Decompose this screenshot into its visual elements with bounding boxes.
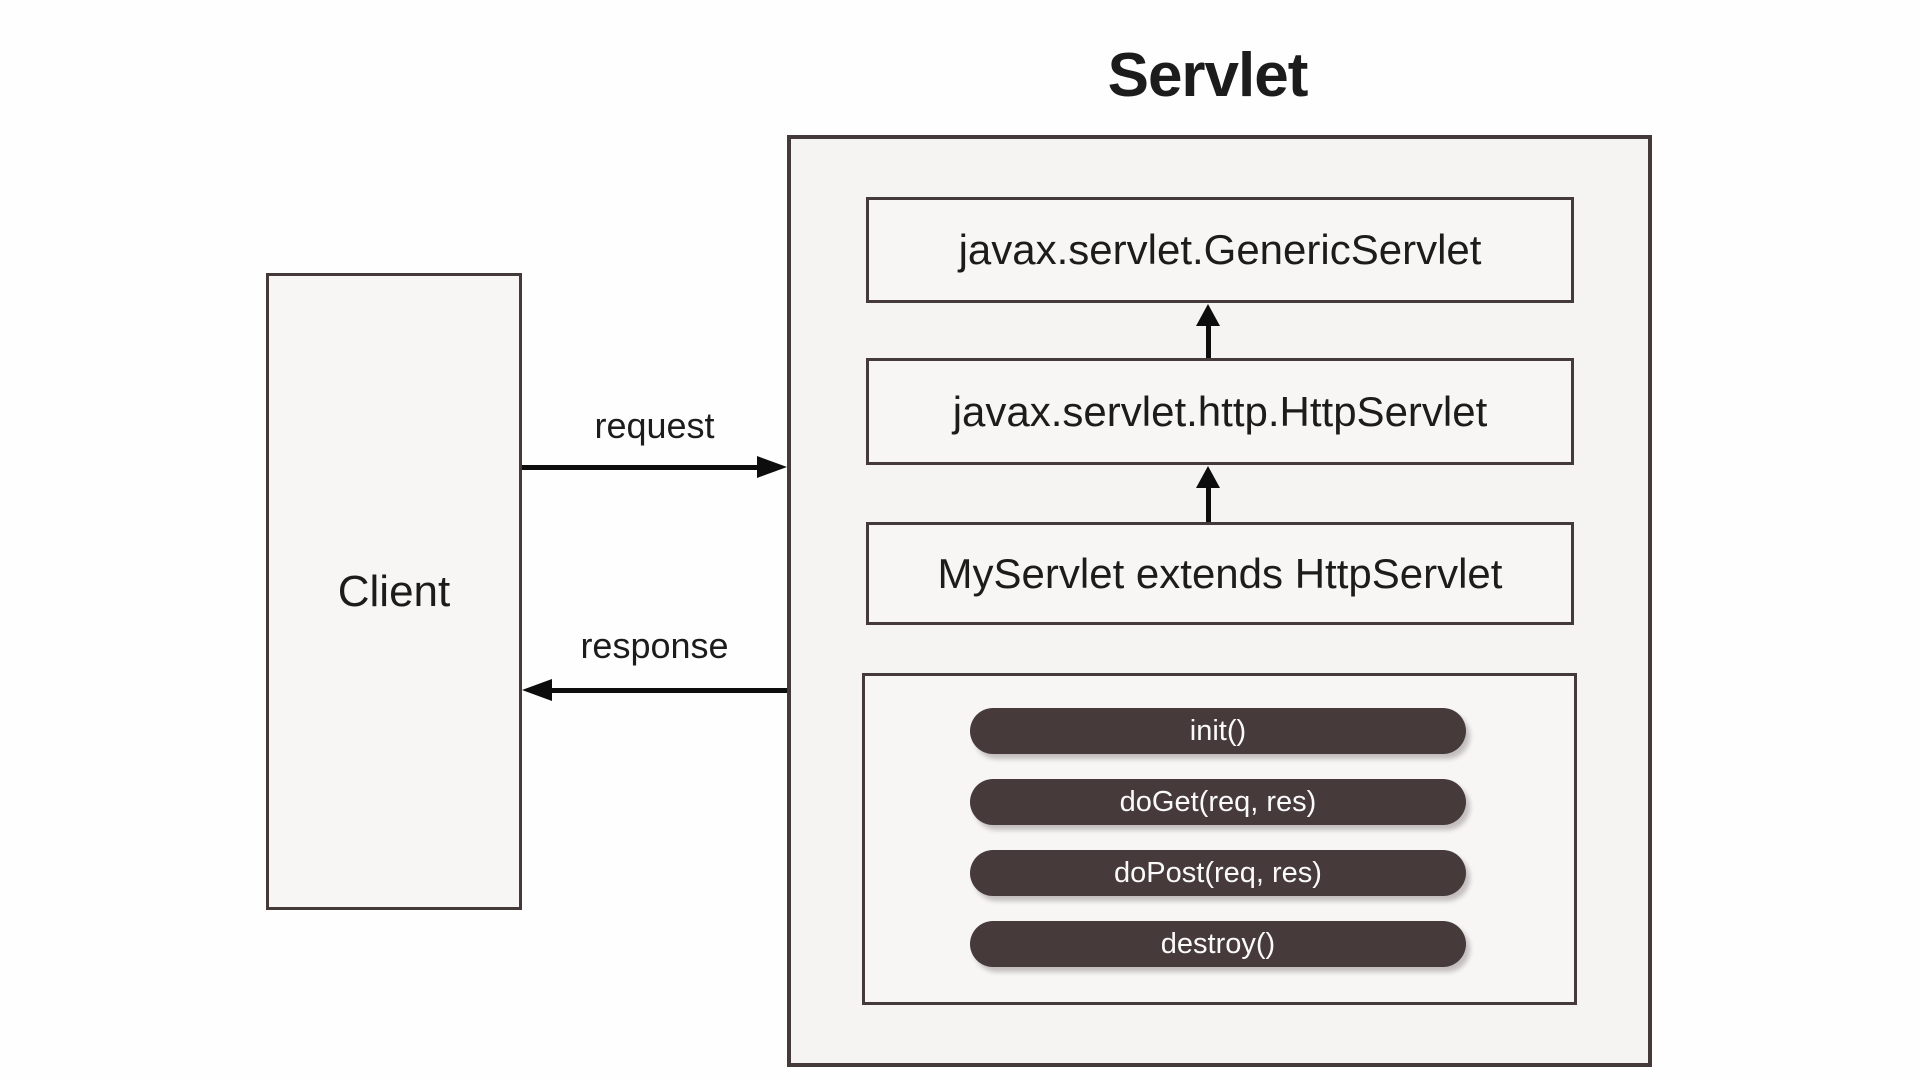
extends-arrow-my-to-http (1206, 486, 1211, 522)
response-label: response (580, 625, 729, 666)
client-label: Client (337, 566, 451, 616)
request-arrowhead-icon (757, 456, 787, 478)
extends-arrow-http-to-generic (1206, 324, 1211, 358)
method-pill-dopost: doPost(req, res) (970, 850, 1466, 896)
response-arrow (550, 688, 787, 693)
client-box: Client (266, 273, 522, 910)
method-pill-init: init() (970, 708, 1466, 754)
extends-arrowhead-my-to-http-icon (1196, 466, 1220, 488)
extends-arrowhead-http-to-generic-icon (1196, 304, 1220, 326)
method-pill-destroy: destroy() (970, 921, 1466, 967)
request-arrow (522, 465, 759, 470)
class-box-generic-servlet: javax.servlet.GenericServlet (866, 197, 1574, 303)
page-title: Servlet (1107, 41, 1309, 110)
request-label: request (594, 405, 715, 446)
class-box-http-servlet: javax.servlet.http.HttpServlet (866, 358, 1574, 465)
class-box-http-servlet-label: javax.servlet.http.HttpServlet (952, 387, 1488, 435)
class-box-my-servlet: MyServlet extends HttpServlet (866, 522, 1574, 625)
class-box-my-servlet-label: MyServlet extends HttpServlet (937, 549, 1503, 597)
response-arrowhead-icon (522, 679, 552, 701)
class-box-generic-servlet-label: javax.servlet.GenericServlet (958, 226, 1482, 273)
method-pill-doget: doGet(req, res) (970, 779, 1466, 825)
